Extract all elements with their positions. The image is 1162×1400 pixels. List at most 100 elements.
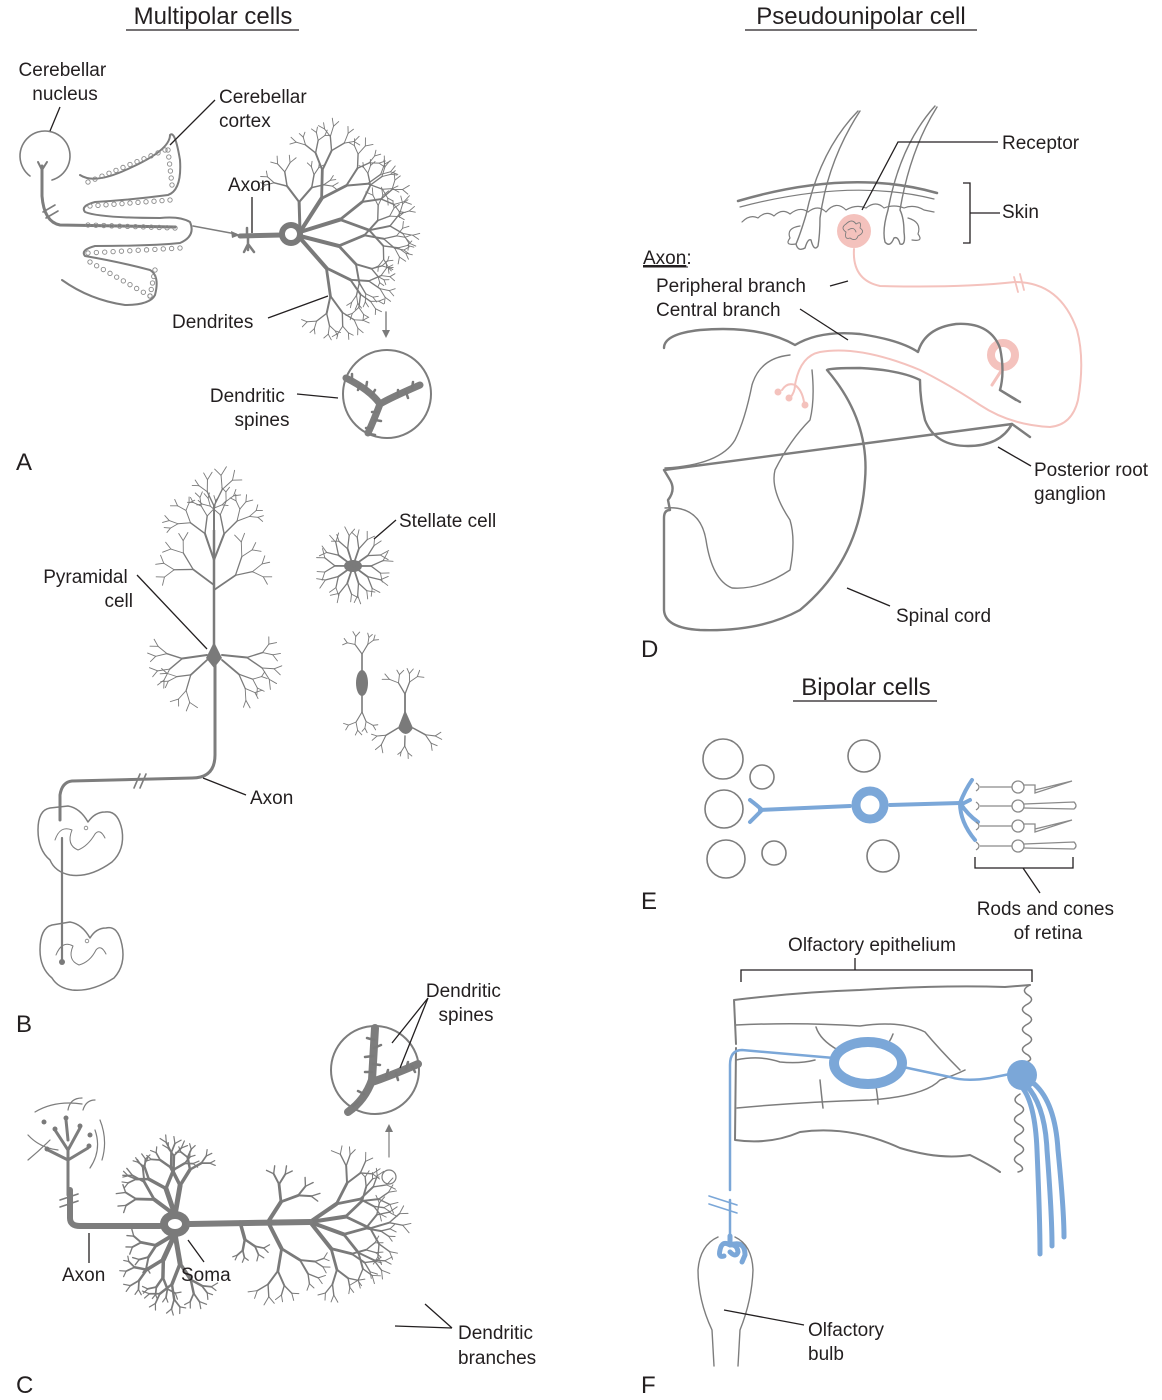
dendrite-branch [170, 1142, 176, 1154]
dendrite-branch [261, 667, 270, 680]
dendrite-branch [174, 1291, 182, 1294]
dendrite-branch [358, 165, 364, 168]
dendrite-branch [142, 1157, 149, 1169]
dendrite-branch [399, 203, 404, 215]
dendrite-branch [324, 575, 339, 581]
dendrite-branch [279, 1193, 300, 1204]
dendrite-branch [348, 721, 357, 726]
dendrite-branch [310, 166, 315, 176]
bipolar-soma [851, 786, 889, 824]
dendrite-branch [179, 1306, 187, 1309]
granule-cell [149, 280, 156, 286]
dendrite-branch [364, 721, 367, 729]
dendrite-branch [329, 1247, 354, 1256]
dendrite-branch [308, 1283, 315, 1289]
dendrite-branch [122, 1183, 127, 1194]
dendrite-branch [155, 562, 165, 565]
dendrite-branch [170, 1298, 176, 1310]
leader-line [267, 295, 329, 319]
dendrite-branch [127, 1174, 137, 1180]
dendrite-branch [380, 275, 391, 278]
dendrite-branch [177, 505, 187, 511]
dendrite-branch [188, 1161, 203, 1171]
dendrite-branch [167, 676, 178, 682]
axon-break-mark [59, 1193, 79, 1208]
panel-f: Olfactory epithelium Olfactory bulb F [641, 935, 1067, 1399]
dendrite-branch [182, 532, 189, 542]
leader-line [861, 141, 998, 211]
dendrite-branch [330, 142, 345, 152]
dendrite-branch [234, 534, 242, 543]
dendrite-branch [331, 1283, 335, 1296]
dendrite-branch [367, 636, 370, 645]
panel-letter-f: F [641, 1372, 656, 1399]
dendrite-branch [359, 1160, 367, 1174]
title-pseudounipolar: Pseudounipolar cell [745, 3, 977, 31]
dendrite-branch [379, 1228, 391, 1232]
dendrite-branch [254, 1245, 265, 1249]
leader-line [997, 446, 1032, 467]
hair-follicle [795, 110, 861, 251]
dendrite-branch [358, 306, 365, 315]
dendrite-branch [189, 1292, 195, 1303]
dendrite-branch [204, 515, 208, 535]
dendrite-branch [155, 653, 168, 657]
dendrite-branch [158, 1158, 173, 1169]
dendrite-branch [178, 690, 187, 700]
dendrite-branch [155, 1276, 165, 1289]
dendrite-branch [335, 575, 339, 589]
dendrite-branch [277, 163, 286, 173]
dendrite-branch [352, 565, 369, 578]
dendrite-branch [367, 274, 382, 282]
dendrite-branch [373, 634, 376, 641]
dendrite-branch [317, 134, 326, 141]
rods-cones-bracket [974, 857, 1074, 894]
dendrite-branch [221, 479, 233, 490]
dendrite-branch [402, 221, 404, 229]
dendrite-branch [170, 1261, 182, 1286]
dendrite-branch [299, 1259, 309, 1275]
epithelium-bottom [734, 1047, 1001, 1173]
dendritic-spine [370, 388, 377, 397]
dendrite-branch [219, 500, 227, 516]
dendrite-branch [244, 687, 247, 701]
dendrite-branch [225, 495, 235, 502]
dendrite-branch [357, 582, 360, 597]
dendrite-branch [313, 320, 318, 330]
dendrite-branch [400, 745, 406, 753]
panel-c: Dendritic spines Axon Soma Dendritic bra… [16, 981, 536, 1399]
dendrite-branch [354, 636, 357, 645]
dendrite-branch [349, 1286, 355, 1293]
dendrite-branch [344, 1199, 364, 1219]
dendrite-branch [356, 529, 360, 538]
dendrite-branch [367, 280, 381, 290]
dendrite-branch [256, 1283, 269, 1292]
dendrite-branch [198, 1300, 202, 1310]
dendrite-branch [393, 203, 400, 212]
label-stellate-cell: Stellate cell [399, 511, 496, 532]
dendrite-branch [367, 545, 375, 557]
dendrite-branch [383, 279, 387, 286]
dendrite-branch [127, 1178, 137, 1184]
dendrite-branch [308, 1201, 339, 1224]
granule-cell [93, 222, 99, 228]
dendrite-branch [252, 676, 263, 680]
dendrite-branch [260, 184, 267, 190]
title-bipolar: Bipolar cells [793, 674, 937, 702]
label-posterior-root-ganglion: Posterior root ganglion [1034, 460, 1153, 505]
title-multipolar: Multipolar cells [126, 3, 299, 31]
dendrite-branch [221, 659, 240, 676]
dendrite-branch [173, 1298, 181, 1308]
dendrite-branch [192, 502, 202, 507]
dendrite-branch [220, 474, 223, 490]
dendrite-branch [372, 724, 377, 731]
granule-cell [113, 167, 119, 174]
dendrite-branch [390, 165, 396, 173]
dendrite-branch [241, 1249, 246, 1259]
dendritic-spine [373, 418, 383, 423]
dendrite-branch [402, 1224, 410, 1234]
dendrite-branch [241, 1238, 247, 1252]
dendrite-branch [150, 1149, 157, 1154]
dendrite-branch [389, 273, 396, 278]
olfactory-neuron-processes [728, 1048, 1017, 1192]
